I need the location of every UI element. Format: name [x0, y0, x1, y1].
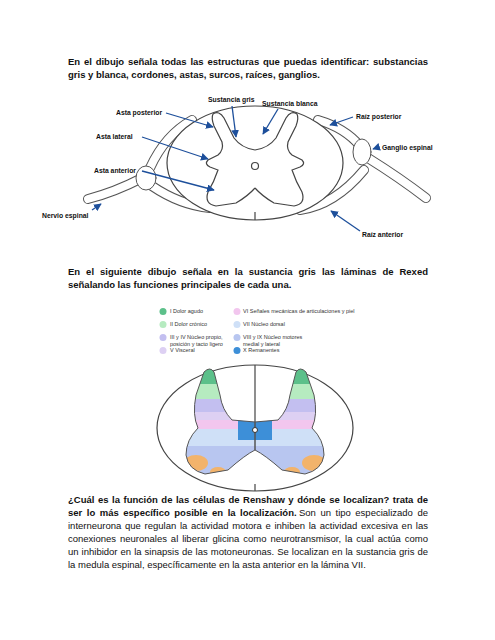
legend-swatch	[160, 334, 167, 341]
legend-text: VII Núcleo dorsal	[243, 321, 383, 328]
legend-text: VI Señales mecánicas de articulaciones y…	[243, 308, 383, 315]
legend-text: III y IV Núcleo propio, posición y tacto…	[170, 334, 232, 347]
legend-text: II Dolor crónico	[170, 321, 232, 328]
structure-label: Raíz anterior	[362, 230, 403, 239]
legend-swatch	[234, 321, 241, 328]
instruction-text: En el siguiente dibujo señala en la sust…	[68, 265, 428, 291]
structure-label: Raíz posterior	[356, 112, 401, 121]
legend-text: X Remanentes	[243, 347, 383, 354]
rexed-laminae-section	[157, 364, 353, 491]
legend-text: I Dolor agudo	[170, 308, 232, 315]
structure-label: Sustancia blanca	[262, 99, 318, 108]
structure-label: Asta lateral	[96, 132, 133, 141]
legend-swatch	[160, 347, 167, 354]
legend-swatch	[160, 321, 167, 328]
paragraph: ¿Cuál es la función de las células de Re…	[68, 493, 428, 571]
legend-text: VIII y IX Núcleo motores medial y latera…	[243, 334, 309, 347]
structure-label: Sustancia gris	[208, 95, 254, 104]
structure-label: Asta posterior	[116, 108, 162, 117]
legend-swatch	[234, 334, 241, 341]
legend-swatch	[160, 308, 167, 315]
instruction-text: En el dibujo señala todas las estructura…	[68, 55, 428, 81]
structure-label: Asta anterior	[94, 166, 136, 175]
legend-swatch	[234, 308, 241, 315]
leader-arrows	[92, 106, 379, 231]
spinal-cord-section	[167, 106, 343, 220]
structure-label: Nervio espinal	[42, 211, 88, 220]
legend-swatch	[234, 347, 241, 354]
structure-label: Ganglio espinal	[382, 143, 433, 152]
legend-text: V Visceral	[170, 347, 232, 354]
